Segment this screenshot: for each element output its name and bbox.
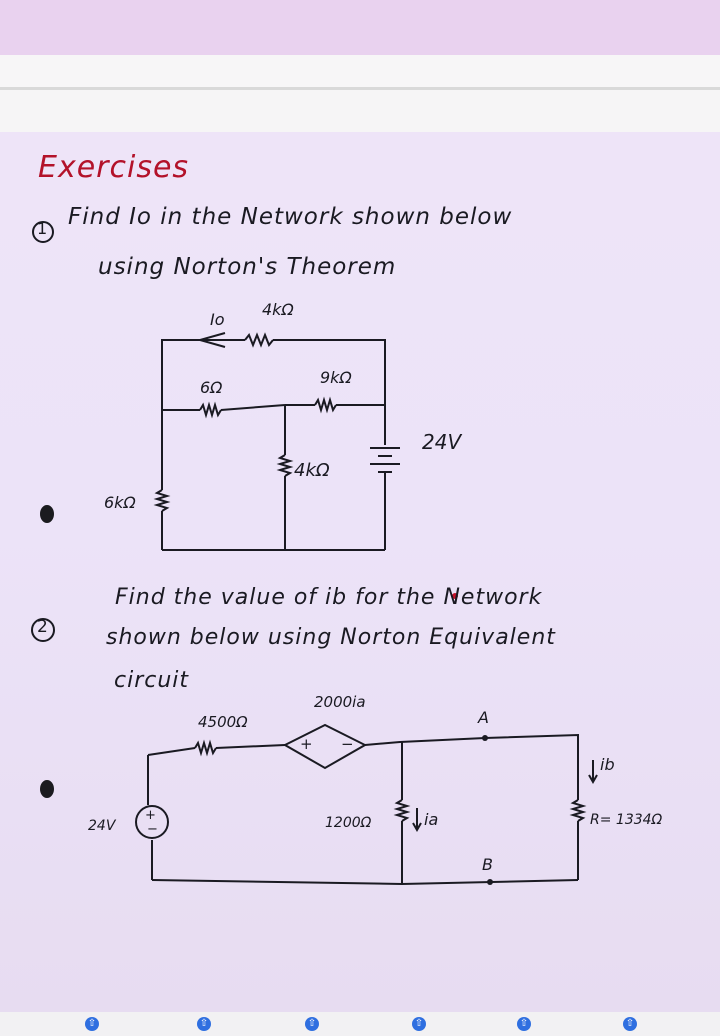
problem-2-line-3: circuit [114,668,190,693]
problem-2-number: 2 [37,617,48,637]
circuit-2 [135,723,598,886]
download-icon[interactable]: ⇧ [305,1017,319,1031]
download-icon[interactable]: ⇧ [85,1017,99,1031]
problem-1-line-2: using Norton's Theorem [98,254,397,280]
label-ia: ia [424,810,439,829]
divider [0,87,720,90]
toolbar-strip [0,55,720,87]
node-dot [487,879,493,885]
problem-1-number: 1 [37,219,48,238]
label-node-b: B [482,855,493,874]
node-dot [482,735,488,741]
label-r-1200: 1200Ω [325,815,372,831]
problem-1-line-1: Find Io in the Network shown below [68,204,513,230]
label-ib: ib [600,755,615,774]
label-source-1: 24V [422,430,462,454]
label-r-mid: 4kΩ [294,460,330,481]
page-heading: Exercises [38,150,190,185]
label-r-6: 6Ω [200,378,223,397]
spacer [0,90,720,132]
label-r-top: 4kΩ [262,300,294,319]
download-icon[interactable]: ⇧ [412,1017,426,1031]
dep-plus-sign: + [300,735,313,753]
bottom-toolbar [0,1012,720,1036]
circuit-1 [153,332,400,551]
notebook-page [0,132,720,1012]
problem-number-circle [32,221,54,243]
label-node-a: A [478,708,489,727]
top-band [0,0,720,55]
punch-hole [40,505,54,523]
download-icon[interactable]: ⇧ [517,1017,531,1031]
label-r-9: 9kΩ [320,368,352,387]
download-icon[interactable]: ⇧ [623,1017,637,1031]
source-plus-sign: + [145,808,156,823]
label-source-2: 24V [88,818,116,834]
problem-2-line-2: shown below using Norton Equivalent [106,625,556,650]
problem-2-line-1: Find the value of ib for the Network [115,585,543,610]
download-icon[interactable]: ⇧ [197,1017,211,1031]
label-dep-source: 2000ia [314,693,366,711]
label-r-load: R= 1334Ω [590,812,663,828]
label-r-left: 6kΩ [104,493,136,512]
label-io: Io [210,310,225,329]
dep-minus-sign: − [341,735,354,753]
label-r-4500: 4500Ω [198,713,248,731]
red-dot [452,593,458,599]
punch-hole [40,780,54,798]
source-minus-sign: − [147,822,158,837]
problem-number-circle [31,618,55,642]
